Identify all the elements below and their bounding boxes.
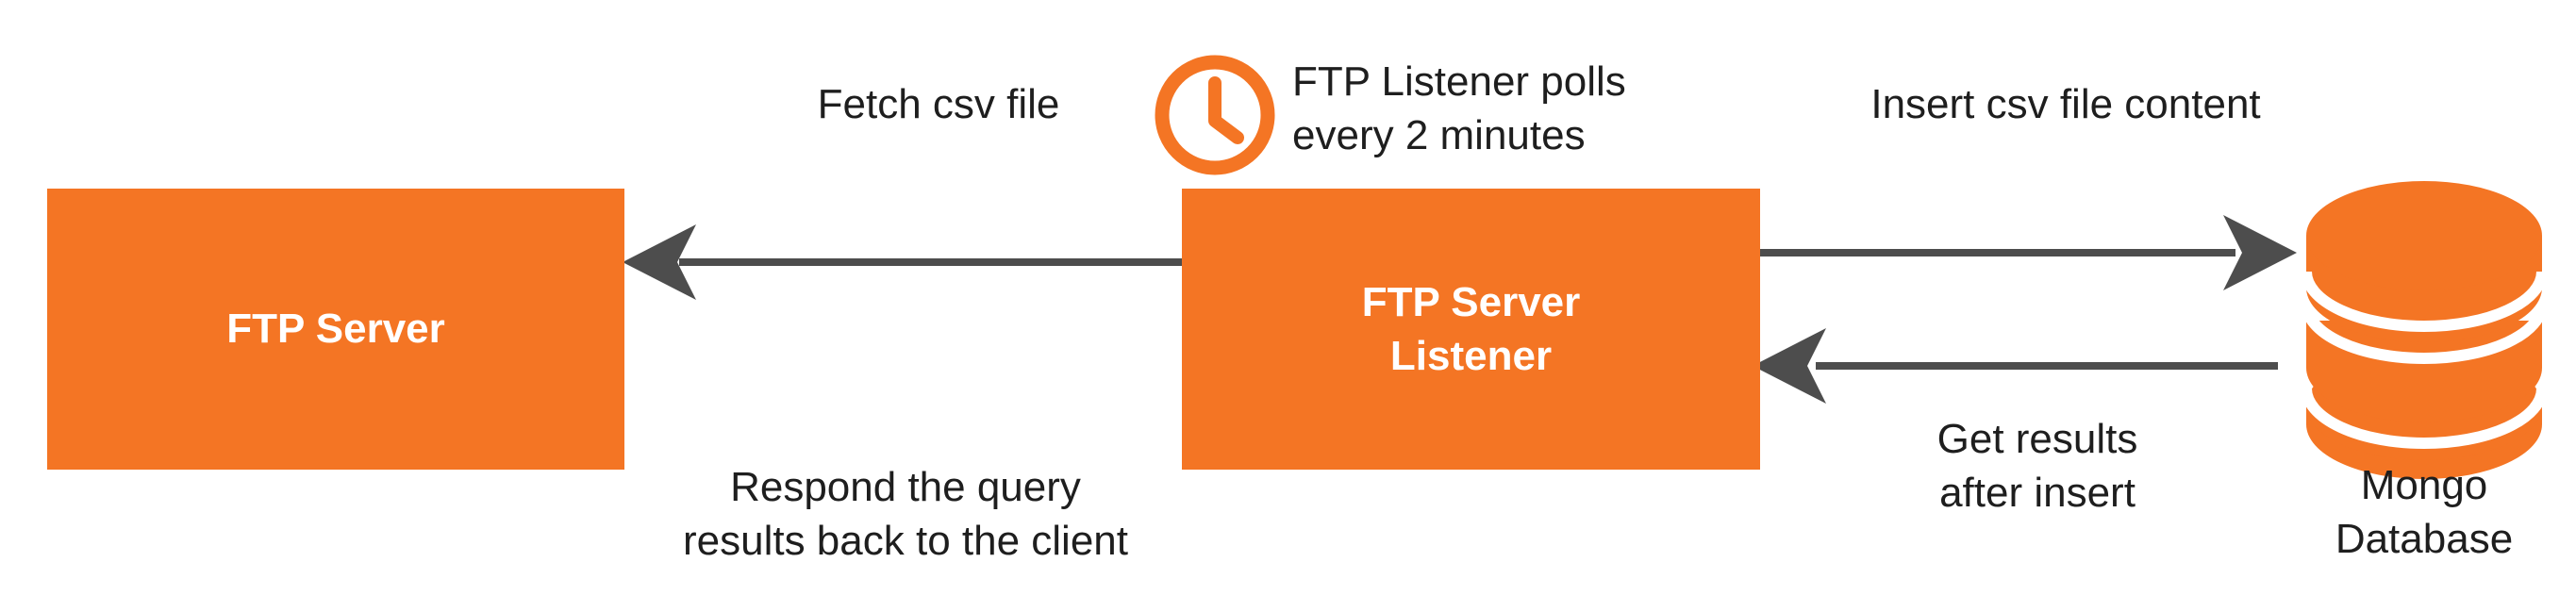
respond-label: Respond the query results back to the cl… bbox=[623, 460, 1188, 568]
get-results-label-line2: after insert bbox=[1939, 470, 2136, 517]
fetch-label: Fetch csv file bbox=[817, 81, 1060, 127]
respond-label-line2: results back to the client bbox=[682, 518, 1128, 565]
poll-note: FTP Listener polls every 2 minutes bbox=[1292, 55, 1626, 162]
ftp-server-box: FTP Server bbox=[47, 189, 624, 470]
insert-arrow bbox=[1760, 215, 2297, 290]
get-results-label-line1: Get results bbox=[1936, 416, 2138, 462]
listener-label-line2: Listener bbox=[1389, 333, 1553, 379]
database-label-line2: Database bbox=[2335, 516, 2514, 563]
clock-icon bbox=[1155, 55, 1275, 175]
respond-label-line1: Respond the query bbox=[730, 464, 1081, 510]
get-results-label: Get results after insert bbox=[1886, 412, 2188, 520]
get-results-arrow bbox=[1753, 328, 2278, 404]
poll-note-line1: FTP Listener polls bbox=[1292, 58, 1626, 105]
database-icon bbox=[2301, 181, 2548, 479]
ftp-listener-box: FTP Server Listener bbox=[1182, 189, 1760, 470]
database-label-line1: Mongo bbox=[2360, 462, 2488, 508]
insert-label: Insert csv file content bbox=[1870, 81, 2261, 127]
poll-note-line2: every 2 minutes bbox=[1292, 112, 1586, 159]
ftp-server-label: FTP Server bbox=[226, 306, 445, 353]
fetch-arrow bbox=[623, 224, 1182, 300]
listener-label-line1: FTP Server bbox=[1361, 278, 1581, 325]
database-label: Mongo Database bbox=[2302, 458, 2547, 566]
